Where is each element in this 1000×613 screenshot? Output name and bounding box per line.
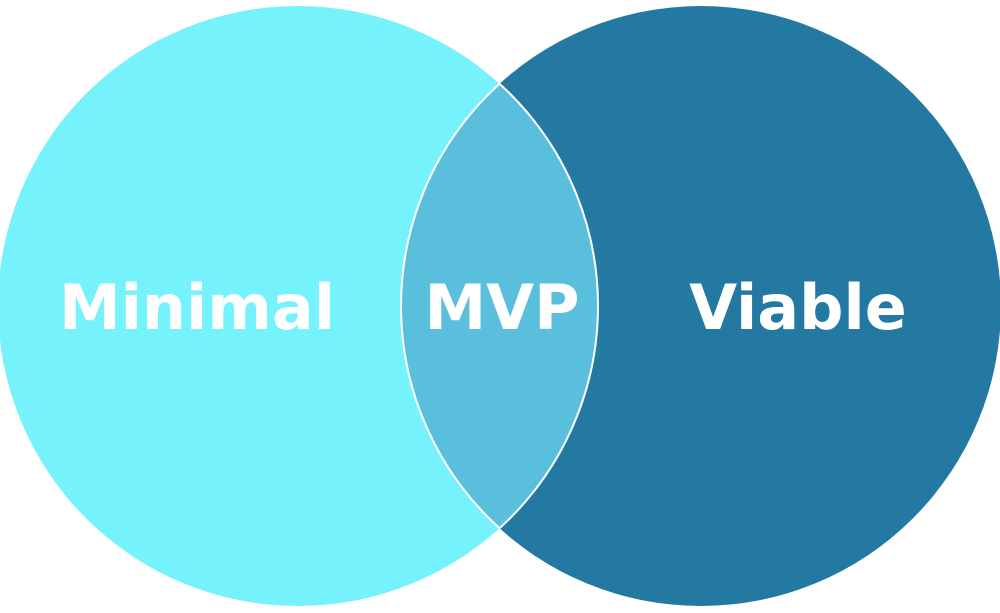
overlap-outline-left-arc [401,6,599,606]
mvp-overlap-region [401,6,598,606]
overlap-outline [400,6,598,606]
minimal-label: Minimal [59,271,335,344]
overlap-outline-right-arc [400,6,598,606]
overlap-outline-left [401,6,599,606]
viable-label: Viable [689,271,907,344]
mvp-label: MVP [424,271,579,344]
